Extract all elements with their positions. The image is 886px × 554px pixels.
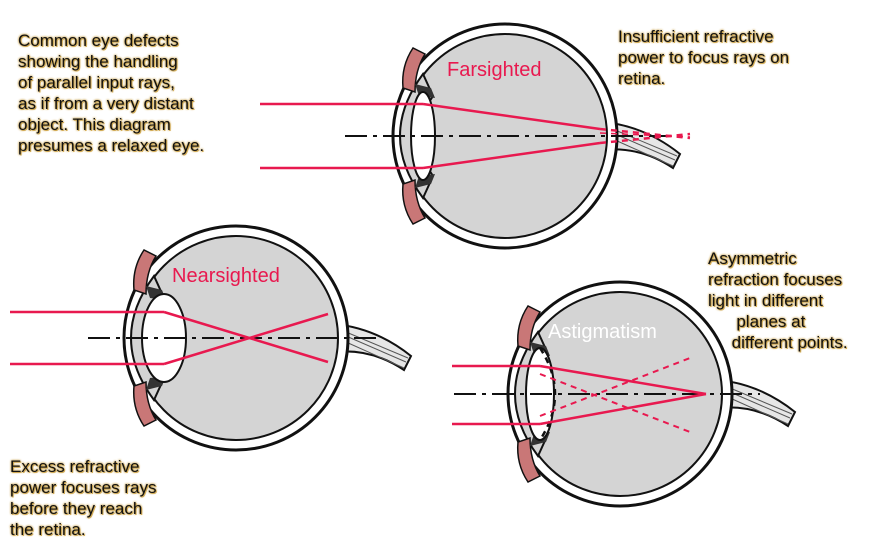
intro-note: Common eye defects showing the handling … <box>18 30 204 156</box>
nearsighted-label: Nearsighted <box>172 265 280 287</box>
astigmatism-note: Asymmetric refraction focuses light in d… <box>708 248 848 353</box>
farsighted-note: Insufficient refractive power to focus r… <box>618 26 789 89</box>
nearsighted-note: Excess refractive power focuses rays bef… <box>10 456 156 540</box>
astigmatism-label: Astigmatism <box>548 321 657 343</box>
nearsighted-eye: Nearsighted <box>10 226 411 450</box>
farsighted-label: Farsighted <box>447 59 542 81</box>
